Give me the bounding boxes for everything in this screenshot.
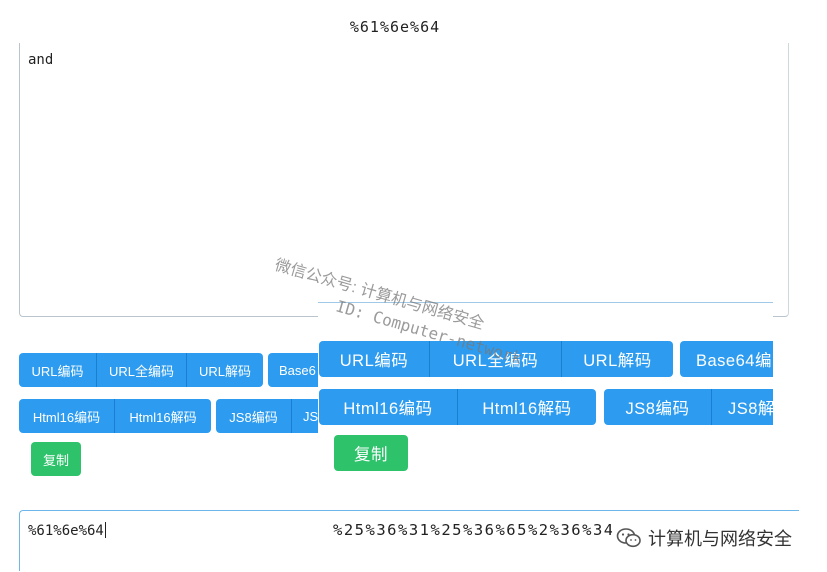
html16-decode-button-zoom[interactable]: Html16解码 <box>458 389 596 425</box>
top-output-text: %61%6e%64 <box>349 18 441 36</box>
text-caret <box>104 522 106 538</box>
js8-encode-button[interactable]: JS8编码 <box>216 399 292 433</box>
js8-group-left: JS8编码 JS <box>216 399 332 433</box>
encode-button-group-right-row1: URL编码 URL全编码 URL解码 <box>319 341 673 377</box>
encode-button-group-left-row2: Html16编码 Html16解码 <box>19 399 211 433</box>
html16-encode-button[interactable]: Html16编码 <box>19 399 115 433</box>
copy-button-left[interactable]: 复制 <box>31 442 81 476</box>
url-full-encode-button-zoom[interactable]: URL全编码 <box>430 341 562 377</box>
output-value: %61%6e%64 <box>28 523 104 539</box>
encode-button-group-left-row1: URL编码 URL全编码 URL解码 <box>19 353 263 387</box>
js8-encode-button-zoom[interactable]: JS8编码 <box>604 389 712 425</box>
js8-decode-button-zoom[interactable]: JS8解 <box>712 389 773 425</box>
copy-button-zoom[interactable]: 复制 <box>334 435 408 471</box>
output-text-zoom: %25%36%31%25%36%65%2%36%34 <box>333 521 615 539</box>
output-text-left: %61%6e%64 <box>28 522 106 539</box>
brand-badge: 计算机与网络安全 <box>612 523 796 553</box>
input-text: and <box>28 52 54 68</box>
base64-group-right: Base64编 <box>680 341 773 377</box>
input-textarea[interactable] <box>19 43 789 317</box>
base64-encode-button-zoom[interactable]: Base64编 <box>680 341 773 377</box>
js8-group-right: JS8编码 JS8解 <box>604 389 773 425</box>
html16-decode-button[interactable]: Html16解码 <box>115 399 211 433</box>
url-full-encode-button[interactable]: URL全编码 <box>97 353 187 387</box>
encode-button-group-right-row2: Html16编码 Html16解码 <box>319 389 596 425</box>
url-encode-button[interactable]: URL编码 <box>19 353 97 387</box>
url-decode-button-zoom[interactable]: URL解码 <box>562 341 673 377</box>
html16-encode-button-zoom[interactable]: Html16编码 <box>319 389 458 425</box>
brand-label: 计算机与网络安全 <box>648 529 792 549</box>
url-decode-button[interactable]: URL解码 <box>187 353 263 387</box>
url-encode-button-zoom[interactable]: URL编码 <box>319 341 430 377</box>
wechat-logo-icon <box>616 528 641 548</box>
